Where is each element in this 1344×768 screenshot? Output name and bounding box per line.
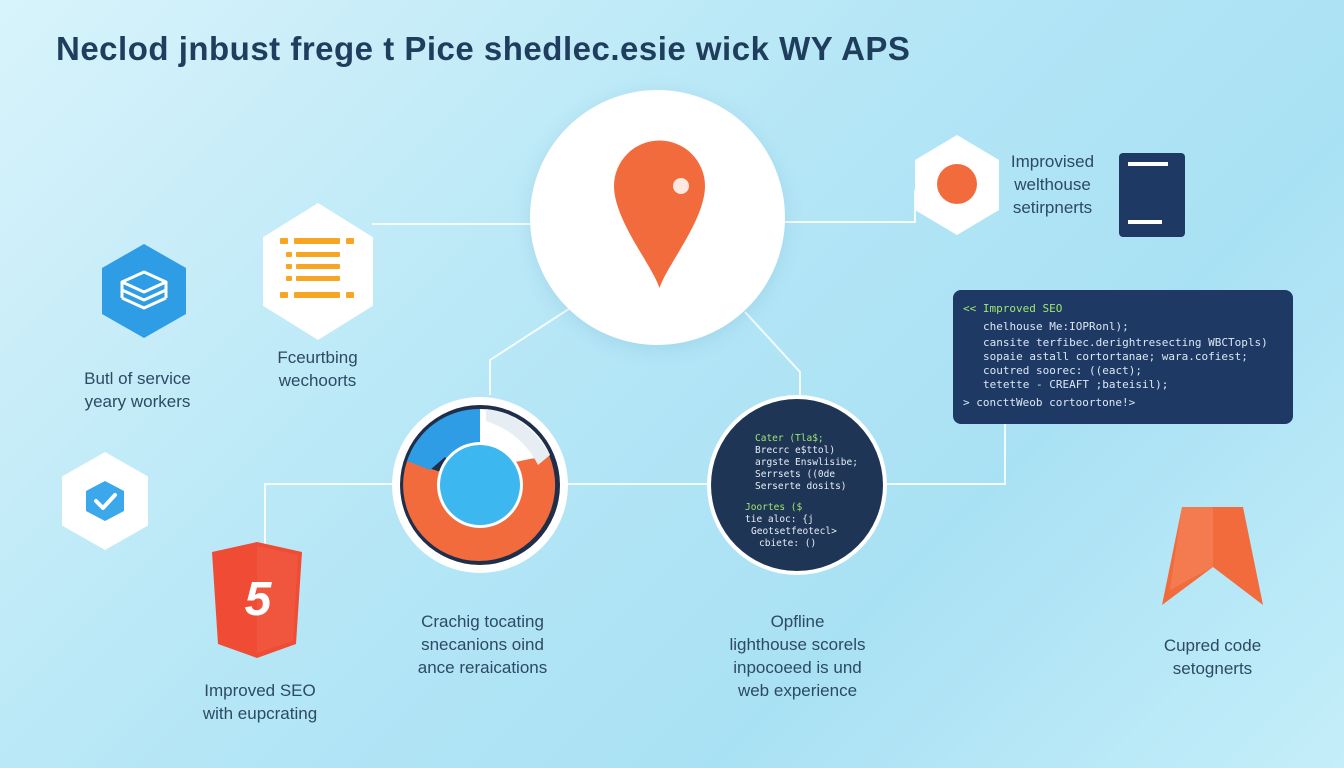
circle-code-line-3: argste Enswlisibe; <box>755 457 858 468</box>
dot-icon <box>937 164 977 204</box>
caching-line-3: ance reraications <box>417 658 548 677</box>
code-panel-line-7: > concttWeob cortoortone!> <box>963 396 1136 409</box>
map-pin-icon <box>614 140 705 288</box>
service-workers-label: Butl of service yeary workers <box>50 367 225 413</box>
code-panel: << Improved SEO chelhouse Me:IOPRonl); c… <box>953 290 1293 424</box>
service-workers-line-2: yeary workers <box>84 392 191 411</box>
improvised-label: Improvised welthouse setirpnerts <box>1000 150 1105 219</box>
document-icon <box>1119 153 1185 237</box>
caching-label: Crachig tocating snecanions oind ance re… <box>395 610 570 679</box>
circle-code-line-1: Cater (Tla$; <box>755 433 824 444</box>
chrome-style-icon <box>392 397 568 573</box>
offline-line-2: lighthouse scorels <box>729 635 866 654</box>
caching-line-2: snecanions oind <box>421 635 544 654</box>
code-panel-line-6: tetette - CREAFT ;bateisil); <box>983 378 1169 391</box>
code-panel-line-4: sopaie astall cortortanae; wara.cofiest; <box>983 350 1248 363</box>
list-icon <box>280 238 354 298</box>
offline-label: Opfline lighthouse scorels inpocoeed is … <box>700 610 895 702</box>
improved-seo-line-1: Improved SEO <box>204 681 316 700</box>
cupred-label: Cupred code setognerts <box>1140 634 1285 680</box>
code-panel-line-2: chelhouse Me:IOPRonl); <box>983 320 1129 333</box>
ribbon-icon <box>1162 507 1263 605</box>
code-panel-line-3: cansite terfibec.derightresecting WBCTop… <box>983 336 1268 349</box>
list-hexagon <box>263 203 373 340</box>
fecurbing-line-2: wechoorts <box>278 371 357 390</box>
offline-line-1: Opfline <box>770 612 825 631</box>
code-panel-line-1: << Improved SEO <box>963 302 1063 315</box>
page-title: Neclod jnbust frege t Pice shedlec.esie … <box>56 30 911 67</box>
circle-code-line-6: Joortes ($ <box>745 502 803 513</box>
cupred-line-2: setognerts <box>1172 659 1253 678</box>
stack-icon <box>102 244 186 338</box>
code-circle-inner: Cater (Tla$; Brecrc e$ttol) argste Enswl… <box>711 399 883 571</box>
improved-seo-line-2: with eupcrating <box>202 704 318 723</box>
service-workers-line-1: Butl of service <box>84 369 191 388</box>
caching-line-1: Crachig tocating <box>421 612 544 631</box>
improvised-line-2: welthouse <box>1014 175 1091 194</box>
improvised-line-1: Improvised <box>1010 152 1095 171</box>
cupred-line-1: Cupred code <box>1163 636 1262 655</box>
html5-icon <box>212 542 302 658</box>
circle-code-line-5: Serserte dosits) <box>755 481 847 492</box>
offline-line-4: web experience <box>737 681 858 700</box>
circle-code-line-4: Serrsets ((0de <box>755 469 836 480</box>
circle-code-line-7: tie aloc: {j <box>745 514 814 525</box>
improved-seo-label: Improved SEO with eupcrating <box>180 679 340 725</box>
circle-code-line-8: Geotsetfeotecl> <box>751 526 837 537</box>
offline-line-3: inpocoeed is und <box>733 658 862 677</box>
circle-code-line-2: Brecrc e$ttol) <box>755 445 836 456</box>
code-panel-line-5: coutred soorec: ((eact); <box>983 364 1142 377</box>
checkmark-icon <box>86 481 124 521</box>
circle-code-line-9: cbiete: () <box>759 538 817 549</box>
fecurbing-label: Fceurtbing wechoorts <box>240 346 395 392</box>
html5-badge-text: 5 <box>244 573 272 626</box>
improvised-line-3: setirpnerts <box>1012 198 1093 217</box>
fecurbing-line-1: Fceurtbing <box>277 348 358 367</box>
